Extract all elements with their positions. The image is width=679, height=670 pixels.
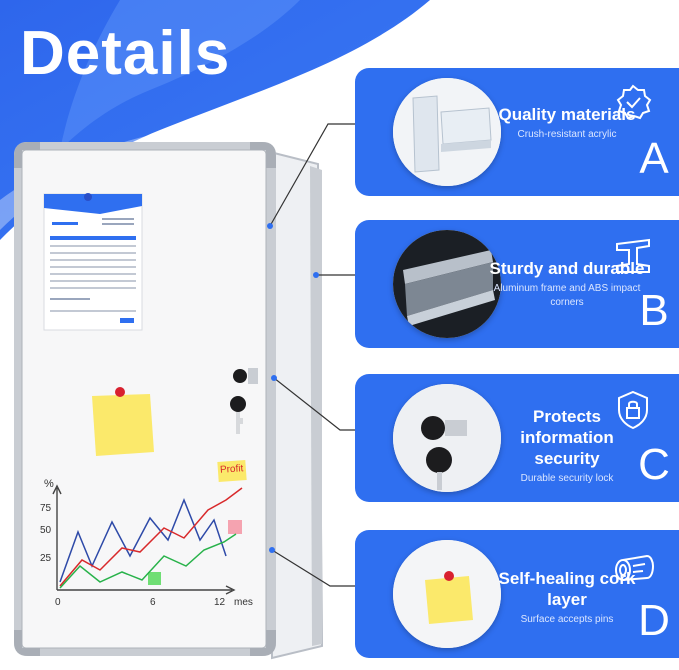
drawn-chart-axes — [52, 484, 236, 595]
feature-subtext: Surface accepts pins — [520, 614, 614, 625]
chart-x-unit: mes — [234, 597, 253, 608]
profit-note-text: Profit — [219, 463, 244, 476]
feature-card-b: Sturdy and durable Aluminum frame and AB… — [355, 220, 679, 348]
chart-line-red — [59, 487, 243, 587]
feature-letter: B — [639, 286, 669, 335]
feature-card-c: Protects information security Durable se… — [355, 374, 679, 502]
page-title: Details — [20, 19, 231, 88]
chart-line-green — [59, 533, 237, 589]
chart-y-tick-50: 50 — [40, 525, 52, 536]
feature-text: Self-healing cork layer Surface accepts … — [487, 542, 647, 652]
profit-note — [217, 460, 247, 482]
connector-dots — [267, 223, 319, 553]
aluminum-frame-photo — [393, 230, 501, 338]
feature-subtext: Aluminum frame and ABS impact corners — [493, 283, 641, 308]
feature-letter: D — [638, 596, 670, 645]
pink-note — [228, 520, 242, 534]
log-icon — [615, 554, 655, 581]
chart-y-tick-25: 25 — [40, 553, 52, 564]
feature-card-a: Quality materials Crush-resistant acryli… — [355, 68, 679, 196]
chart-x-tick-0: 0 — [55, 597, 61, 608]
chart-line-blue — [59, 497, 227, 583]
chart-y-tick-75: 75 — [40, 503, 52, 514]
cork-note-photo — [393, 540, 501, 648]
feature-subtext: Crush-resistant acrylic — [517, 129, 617, 140]
chart-y-unit: % — [44, 478, 54, 490]
shield-lock-icon — [618, 390, 648, 430]
feature-heading: Quality materials — [498, 105, 636, 124]
chart-x-tick-6: 6 — [150, 597, 156, 608]
feature-heading: Sturdy and durable — [489, 259, 645, 278]
chart-x-tick-12: 12 — [214, 597, 226, 608]
feature-text: Quality materials Crush-resistant acryli… — [487, 80, 647, 190]
i-beam-icon — [616, 238, 650, 273]
feature-heading: Self-healing cork layer — [498, 569, 636, 609]
feature-text: Sturdy and durable Aluminum frame and AB… — [487, 232, 647, 342]
sticky-note — [92, 387, 154, 456]
award-badge-icon — [616, 84, 652, 120]
feature-text: Protects information security Durable se… — [487, 386, 647, 496]
lock-with-keys — [230, 368, 258, 434]
board-door — [268, 150, 324, 660]
feature-letter: C — [638, 440, 670, 489]
feature-heading: Protects information security — [520, 407, 614, 468]
pinned-document — [43, 193, 143, 331]
feature-letter: A — [639, 134, 669, 183]
green-note — [148, 572, 161, 585]
feature-card-d: Self-healing cork layer Surface accepts … — [355, 530, 679, 658]
acrylic-photo — [393, 78, 501, 186]
security-lock-photo — [393, 384, 501, 492]
feature-subtext: Durable security lock — [520, 473, 614, 484]
